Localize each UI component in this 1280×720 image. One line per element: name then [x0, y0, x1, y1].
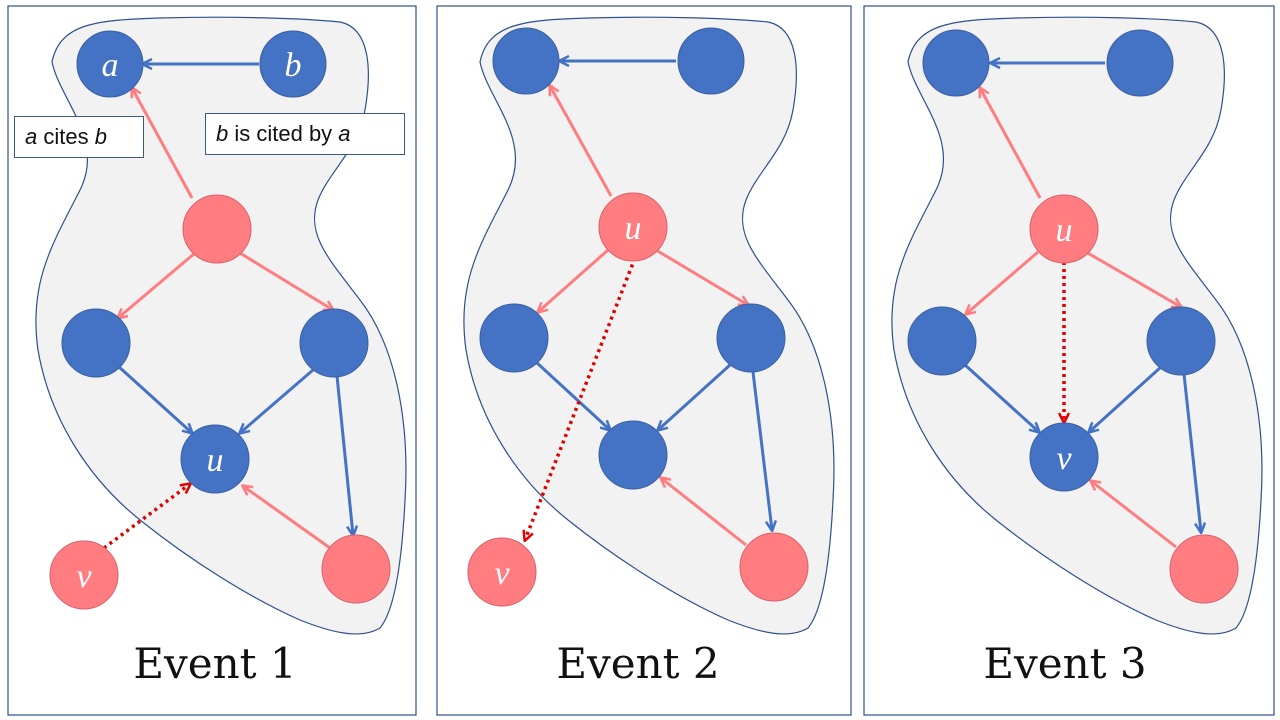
- edge-left-to-center: [534, 360, 610, 430]
- edge-u-to-v-dotted: [525, 257, 637, 540]
- citation-region: [463, 16, 835, 635]
- legend-cites-text: cites: [37, 124, 95, 149]
- event-title: Event 3: [983, 639, 1146, 688]
- node-b: [1106, 29, 1174, 97]
- node-center: [180, 424, 250, 494]
- node-right: [1146, 306, 1216, 376]
- legend-cites: a cites b: [14, 116, 144, 158]
- node-center: [1029, 422, 1099, 492]
- edge-top-to-a: [132, 88, 194, 199]
- edge-top-to-a: [550, 86, 613, 197]
- edge-top-to-right: [655, 248, 748, 305]
- event-title: Event 2: [556, 639, 719, 688]
- edge-top-to-left: [966, 250, 1039, 314]
- node-top-label: u: [1056, 212, 1073, 249]
- edge-top-to-right: [1085, 250, 1181, 307]
- edge-top-to-a: [980, 88, 1042, 199]
- node-a: [922, 29, 990, 97]
- node-center-label: v: [1056, 440, 1072, 477]
- node-left: [479, 303, 549, 373]
- node-bottomleft: [49, 540, 119, 610]
- node-bottomright: [739, 532, 809, 602]
- edge-right-to-bottomright: [751, 371, 772, 530]
- node-a: [492, 27, 560, 95]
- edge-right-to-center: [658, 363, 732, 430]
- node-a-label: a: [102, 47, 119, 84]
- node-bottomleft-label: v: [494, 555, 510, 592]
- edge-right-to-bottomright: [1182, 373, 1201, 532]
- legend-cited-by-var2: a: [338, 121, 351, 146]
- edge-top-to-left: [118, 251, 196, 318]
- edge-left-to-center: [116, 364, 192, 433]
- legend-cited-by-text: is cited by: [228, 121, 339, 146]
- node-bottomleft-label: v: [76, 558, 92, 595]
- node-right: [716, 303, 786, 373]
- citation-region: [35, 16, 407, 635]
- node-top: [182, 194, 252, 264]
- node-left: [61, 308, 131, 378]
- citation-region: [891, 16, 1263, 635]
- edge-bottomright-to-center: [661, 478, 747, 547]
- node-b-label: b: [285, 47, 302, 84]
- panel-event-3: u v Event 3: [863, 5, 1275, 716]
- node-a: [76, 30, 144, 98]
- node-top-label: u: [625, 210, 642, 247]
- edge-right-to-center: [240, 368, 314, 433]
- edge-bottomright-to-center: [243, 486, 331, 550]
- legend-cited-by: b is cited by a: [205, 113, 405, 155]
- event-title: Event 1: [133, 639, 296, 688]
- node-bottomright: [321, 534, 391, 604]
- node-top: [598, 192, 668, 262]
- edge-left-to-center: [962, 362, 1039, 432]
- panel-event-2: u v Event 2: [436, 5, 852, 716]
- node-b: [677, 27, 745, 95]
- node-bottomright: [1169, 534, 1239, 604]
- edge-bottomright-to-center: [1091, 481, 1177, 549]
- node-center: [598, 420, 668, 490]
- node-top: [1029, 194, 1099, 264]
- node-right: [299, 308, 369, 378]
- legend-cited-by-var1: b: [216, 121, 229, 146]
- edge-right-to-bottomright: [335, 375, 353, 535]
- node-b: [259, 30, 327, 98]
- node-center-label: u: [207, 442, 224, 479]
- legend-cites-var1: a: [25, 124, 38, 149]
- edge-top-to-right: [239, 251, 333, 310]
- node-left: [907, 306, 977, 376]
- edge-right-to-center: [1089, 365, 1163, 432]
- node-bottomleft: [467, 537, 537, 607]
- edge-top-to-left: [538, 248, 609, 312]
- legend-cites-var2: b: [94, 124, 107, 149]
